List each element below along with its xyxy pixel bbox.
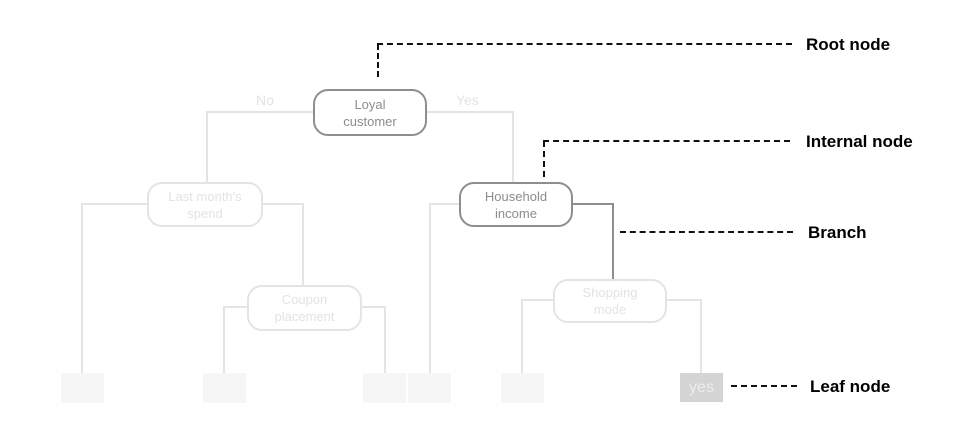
node-coupon-placement: Coupon placement [247, 285, 362, 331]
leaf-node-3 [363, 373, 406, 403]
annotation-leader-branch-horizontal [620, 231, 793, 233]
branch-line-income-left-horizontal [429, 203, 461, 205]
branch-line-shopping-right-horizontal [665, 299, 702, 301]
branch-line-coupon-right-vertical [384, 306, 386, 374]
branch-line-spend-right-horizontal [261, 203, 304, 205]
branch-line-coupon-left-horizontal [223, 306, 249, 308]
branch-line-shopping-left-vertical [521, 299, 523, 374]
annotation-leader-root-horizontal [377, 43, 792, 45]
leaf-node-2 [203, 373, 246, 403]
node-shopping-mode: Shopping mode [553, 279, 667, 323]
node-last-months-spend: Last month's spend [147, 182, 263, 227]
branch-line-income-left-vertical [429, 203, 431, 374]
annotation-leader-leaf-horizontal [731, 385, 797, 387]
branch-line-income-right-vertical-highlighted [612, 203, 614, 280]
branch-line-spend-right-vertical [302, 203, 304, 286]
branch-line-spend-left-horizontal [81, 203, 149, 205]
branch-line-coupon-right-horizontal [360, 306, 386, 308]
edge-label-no: No [256, 92, 274, 108]
annotation-leader-internal-vertical [543, 141, 545, 177]
branch-line-root-right-vertical [512, 111, 514, 183]
annotation-leader-internal-horizontal [543, 140, 790, 142]
annotation-label-branch: Branch [808, 223, 867, 242]
leaf-node-4 [408, 373, 451, 403]
branch-line-shopping-left-horizontal [521, 299, 554, 301]
branch-line-shopping-right-vertical [700, 299, 702, 374]
leaf-node-5 [501, 373, 544, 403]
annotation-label-root-node: Root node [806, 35, 891, 54]
branch-line-root-right-horizontal [427, 111, 514, 113]
annotation-leader-root-vertical [377, 44, 379, 77]
branch-line-income-right-horizontal-highlighted [571, 203, 614, 205]
leaf-node-1 [61, 373, 104, 403]
edge-label-yes: Yes [456, 92, 479, 108]
branch-line-coupon-left-vertical [223, 306, 225, 374]
internal-node-household-income: Household income [459, 182, 573, 227]
branch-line-root-left-vertical [206, 111, 208, 183]
leaf-node-yes-highlighted: yes [680, 373, 723, 402]
root-node-loyal-customer: Loyal customer [313, 89, 427, 136]
branch-line-spend-left-vertical [81, 203, 83, 374]
branch-line-root-left-horizontal [206, 111, 314, 113]
annotation-label-internal-node: Internal node [806, 132, 913, 151]
annotation-label-leaf-node: Leaf node [810, 377, 891, 396]
